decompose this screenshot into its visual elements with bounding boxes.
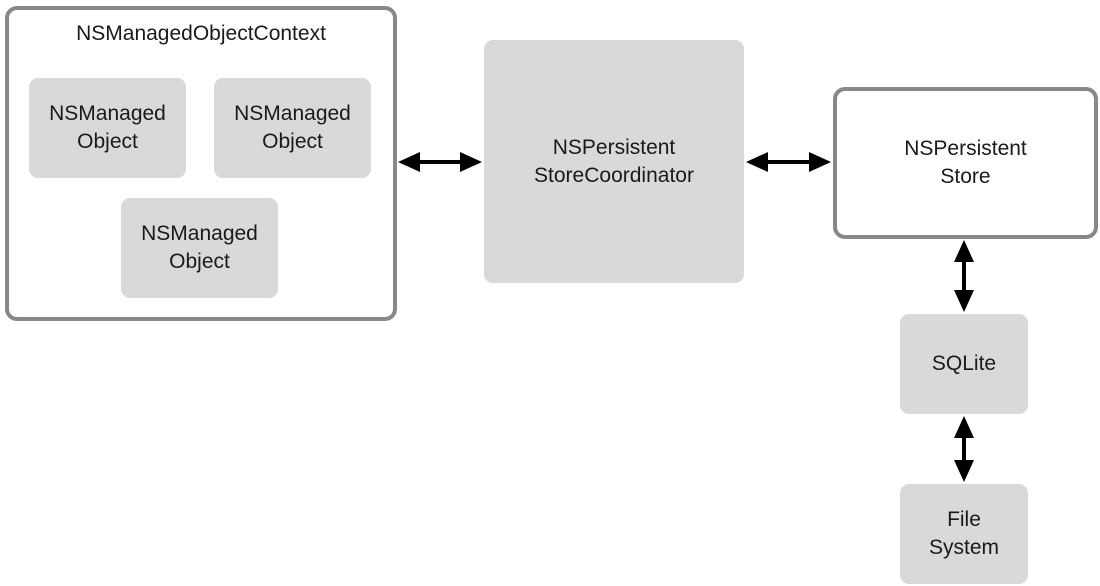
persistent-store-coordinator-box: NSPersistent StoreCoordinator xyxy=(484,40,744,283)
arrow-store-sqlite xyxy=(954,240,974,312)
managed-object-box: NSManaged Object xyxy=(214,78,371,178)
managed-object-box: NSManaged Object xyxy=(29,78,186,178)
managed-object-box: NSManaged Object xyxy=(121,198,278,298)
managed-object-context-title: NSManagedObjectContext xyxy=(76,22,326,45)
arrow-context-coordinator xyxy=(398,152,482,172)
sqlite-box: SQLite xyxy=(900,314,1028,414)
persistent-store-box: NSPersistent Store xyxy=(833,87,1098,239)
arrow-coordinator-store xyxy=(746,152,831,172)
file-system-box: File System xyxy=(900,484,1028,584)
arrow-sqlite-filesystem xyxy=(954,416,974,482)
